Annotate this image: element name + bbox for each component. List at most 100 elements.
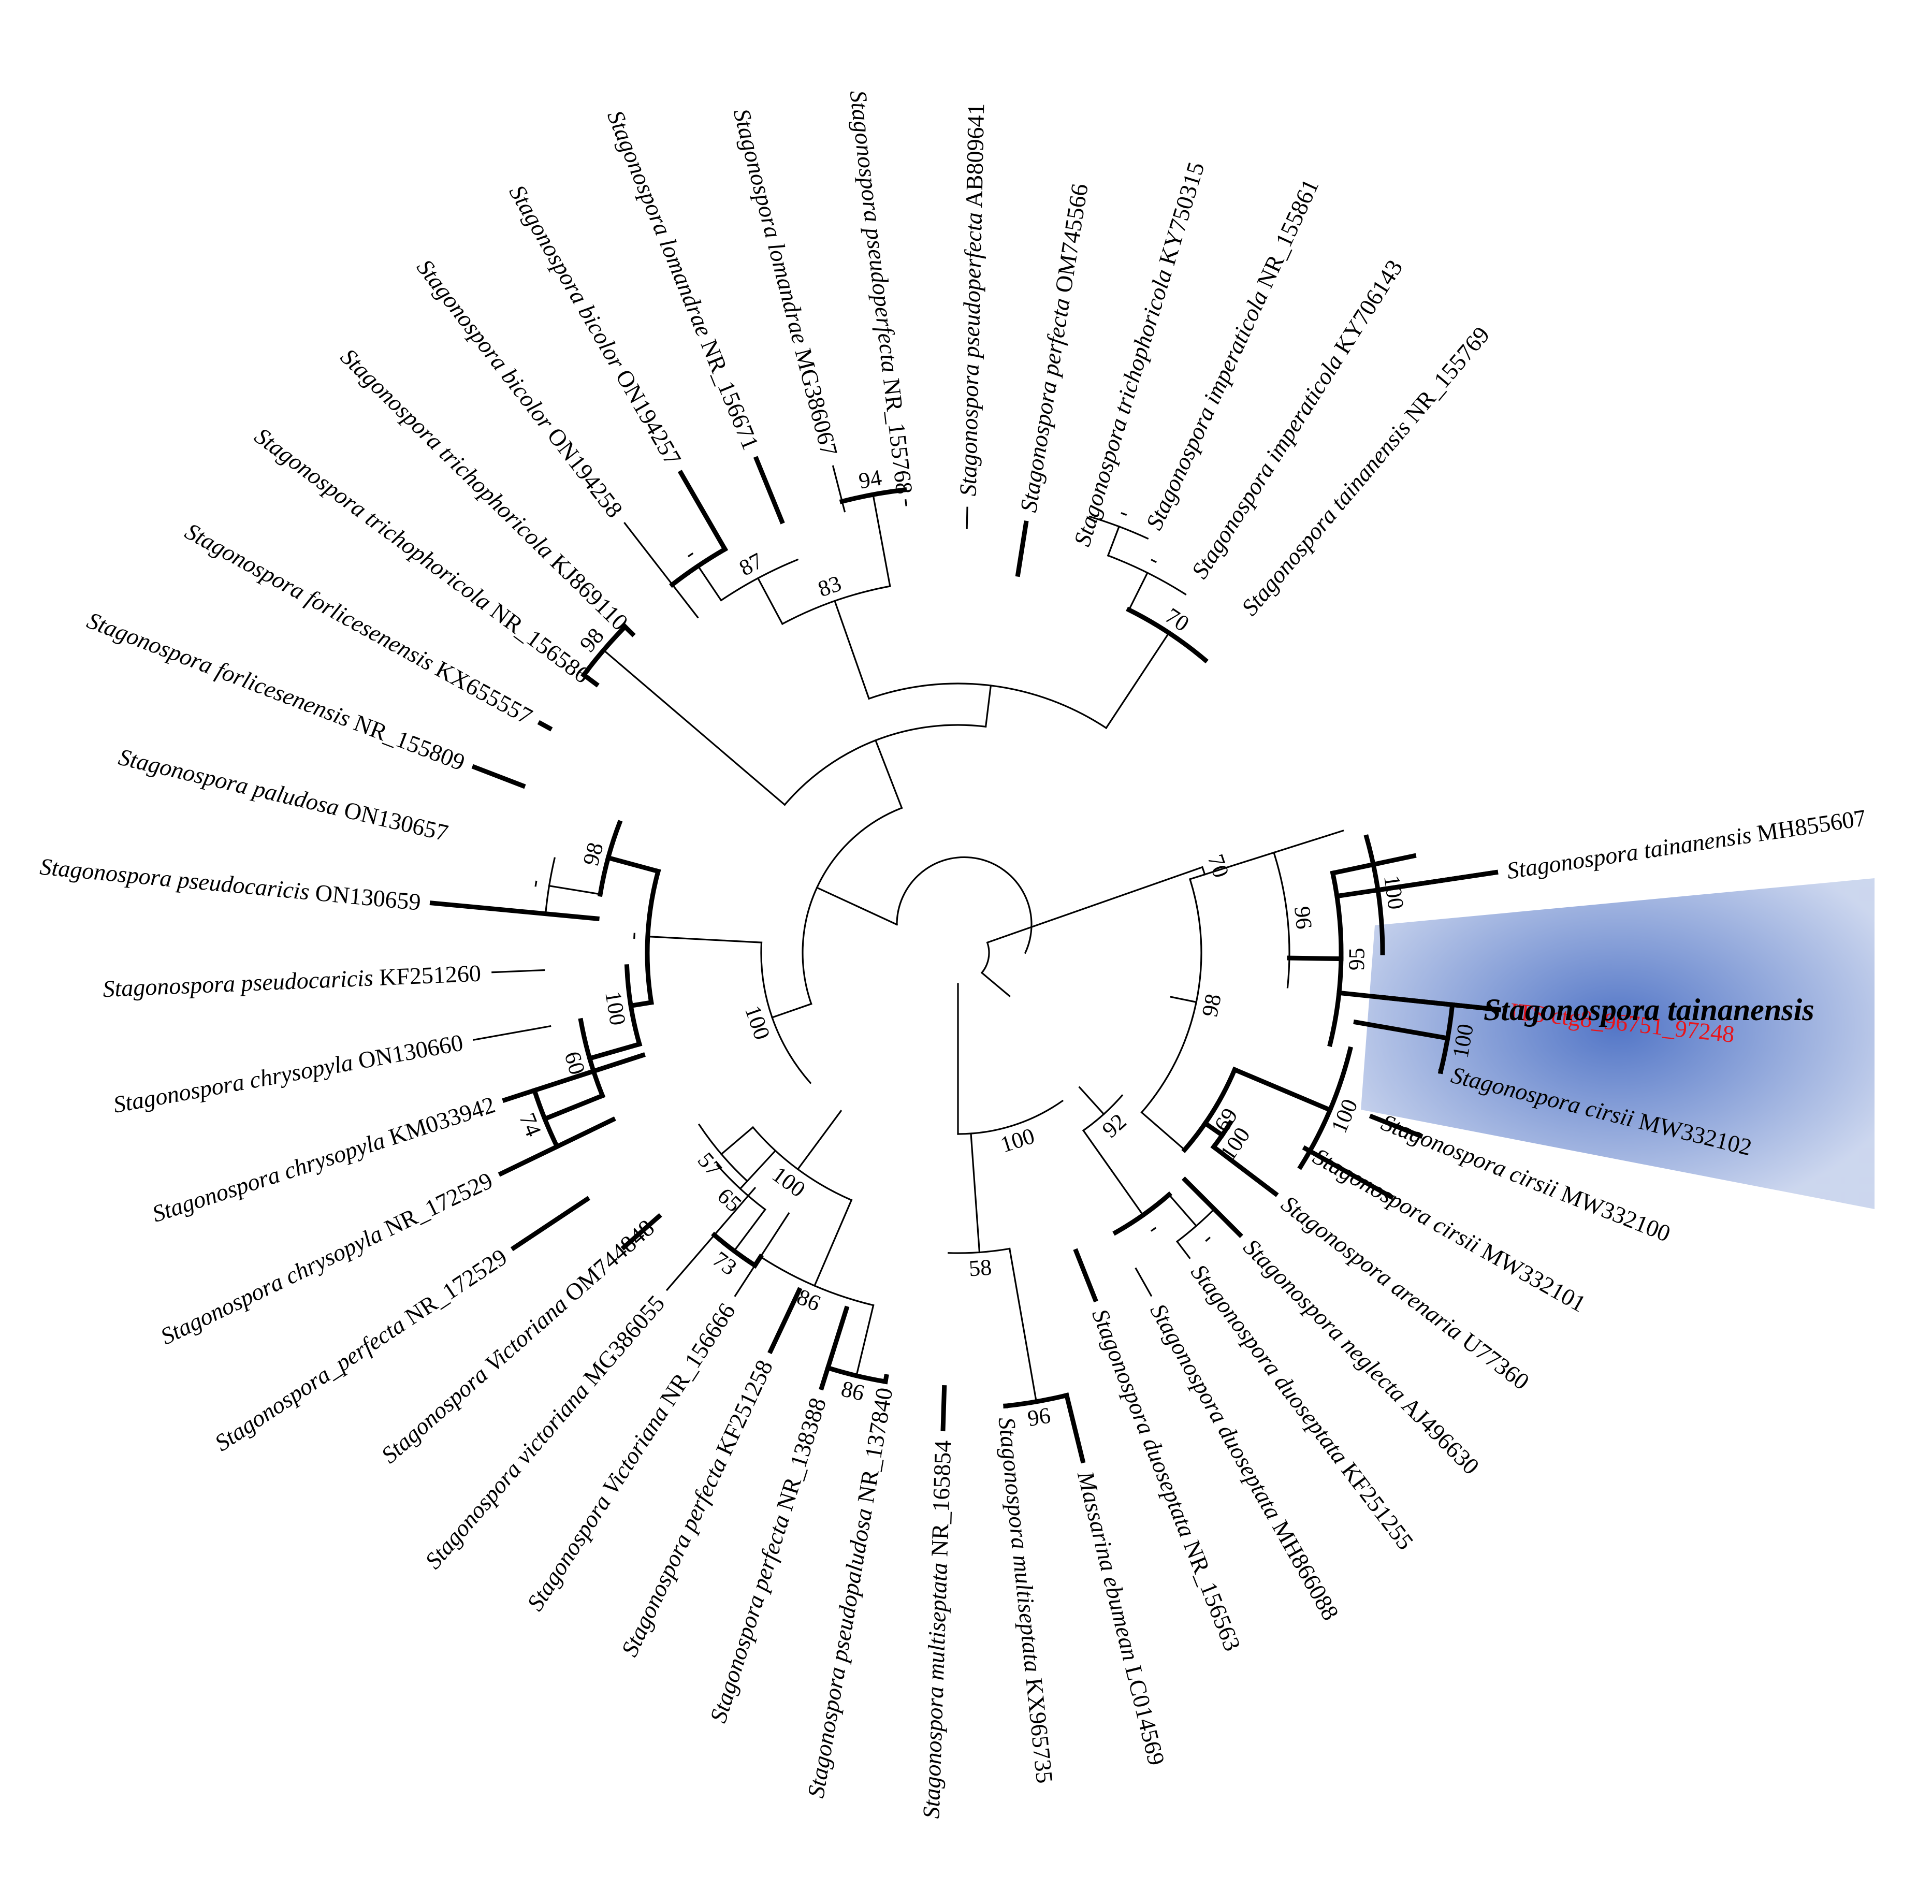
tip-label: Stagonospora cirsii MW332101 [1309, 1143, 1590, 1317]
branch-line [1353, 1019, 1450, 1041]
branch-line [1336, 990, 1502, 1012]
branch-line [1107, 525, 1121, 557]
branch-line [429, 900, 600, 922]
branch-line [542, 1093, 606, 1122]
branch-line [548, 884, 602, 895]
branch-line [1334, 869, 1499, 899]
tip-label: Stagonospora chrysopyla ON130660 [111, 1029, 465, 1117]
branch-line [1128, 572, 1149, 611]
branch-line [665, 1186, 757, 1291]
support-value: 100 [1379, 874, 1409, 911]
branch-arc [896, 856, 1033, 954]
branch-line [1203, 851, 1275, 876]
branch-line [819, 1305, 850, 1391]
branch-line [739, 1149, 777, 1190]
branch-line [473, 1025, 551, 1041]
branch-line [940, 1385, 947, 1432]
branch-line [602, 649, 786, 806]
branch-line [855, 1304, 875, 1377]
support-value: - [1145, 546, 1164, 572]
support-value: 58 [968, 1254, 992, 1281]
branch-line [1135, 1267, 1153, 1297]
branch-line [498, 1116, 616, 1177]
tip-label: Stagonospora perfecta OM745566 [1015, 182, 1093, 514]
branch-line [882, 1374, 889, 1385]
branch-line [677, 470, 729, 553]
branch-line [757, 577, 784, 626]
tip-label: Stagonospora_perfecta NR_172529 [210, 1243, 512, 1456]
branch-line [1064, 1392, 1086, 1464]
branch-arc [980, 943, 990, 974]
branch-line [621, 623, 636, 637]
branch-line [696, 564, 722, 602]
branch-arc [1272, 851, 1290, 989]
branch-line [1188, 873, 1206, 880]
branch-line [1302, 1145, 1394, 1200]
tip-label: Stagonospora tainanensis MH855607 [1505, 804, 1867, 884]
branch-line [767, 1287, 803, 1355]
branch-line [720, 1126, 754, 1156]
tip-label: Stagonospora forlicesenensis KX655557 [181, 517, 536, 729]
clade-highlight [1361, 878, 1875, 1209]
branch-line [605, 854, 661, 875]
tip-label: Stagonospora pseudocaricis KF251260 [102, 960, 481, 1002]
branch-line [833, 600, 870, 700]
support-value: - [1116, 499, 1132, 525]
branch-line [1210, 1143, 1279, 1197]
branch-line [1140, 1111, 1186, 1151]
branch-arc [1181, 1066, 1238, 1153]
support-value: 96 [1289, 905, 1317, 931]
support-value: - [521, 878, 547, 889]
support-value: 95 [1344, 948, 1370, 971]
branch-arc [802, 807, 903, 1005]
branch-line [1202, 1120, 1226, 1139]
branch-arc [1201, 866, 1206, 876]
tip-label: Stagonospora multiseptata NR_165854 [918, 1440, 956, 1819]
tip-label: Massarina ebumean LC014569 [1072, 1468, 1170, 1768]
branch-line [491, 969, 545, 973]
branch-line [471, 764, 526, 789]
branch-line [832, 465, 846, 513]
branch-line [1078, 1086, 1105, 1115]
branch-line [1008, 1247, 1038, 1403]
branch-line [647, 935, 763, 943]
support-value: - [1195, 1226, 1217, 1250]
branch-line [1272, 830, 1344, 854]
branch-line [1168, 1193, 1198, 1227]
tip-label: Stagonospora trichophoricola KY750315 [1068, 159, 1209, 549]
support-value: 83 [815, 571, 845, 602]
branch-line [537, 720, 553, 732]
branch-line [1015, 520, 1029, 577]
branch-line [1082, 1129, 1144, 1216]
branch-line [1073, 1248, 1098, 1303]
support-value: 100 [1447, 1022, 1478, 1059]
support-value: 94 [856, 465, 883, 494]
branch-line [1175, 1240, 1191, 1259]
tip-label: Stagonospora multiseptata KX965735 [994, 1416, 1058, 1784]
tip-label: Stagonospora pseudocaricis ON130659 [39, 853, 422, 915]
support-value: - [1142, 1215, 1163, 1240]
branch-line [510, 1196, 590, 1252]
branch-line [986, 866, 1203, 944]
support-value: - [679, 541, 700, 566]
branch-line [970, 1132, 981, 1254]
branch-line [1369, 1113, 1423, 1139]
tip-label: Stagonospora paludosa ON130657 [116, 743, 451, 846]
branch-line [753, 456, 785, 525]
branch-line [580, 672, 600, 688]
branch-line [872, 493, 891, 587]
support-value: 57 [693, 1147, 727, 1181]
branch-line [1370, 853, 1417, 867]
branch-line [734, 1212, 790, 1297]
tip-label: Stagonospora pseudoperfecta AB809641 [954, 103, 989, 497]
branch-line [813, 1199, 853, 1287]
branch-line [620, 1213, 662, 1251]
branch-line [733, 1208, 766, 1253]
support-value: 86 [839, 1376, 867, 1406]
tip-label: Stagonospora bicolor ON194258 [412, 254, 628, 522]
tip-label: Stagonospora pseudoperfecta NR_155768 [845, 89, 918, 496]
support-value: 70 [1203, 851, 1234, 881]
support-values: 1009596701001001006998--9210096588686736… [514, 465, 1478, 1432]
branch-line [1182, 1176, 1243, 1238]
